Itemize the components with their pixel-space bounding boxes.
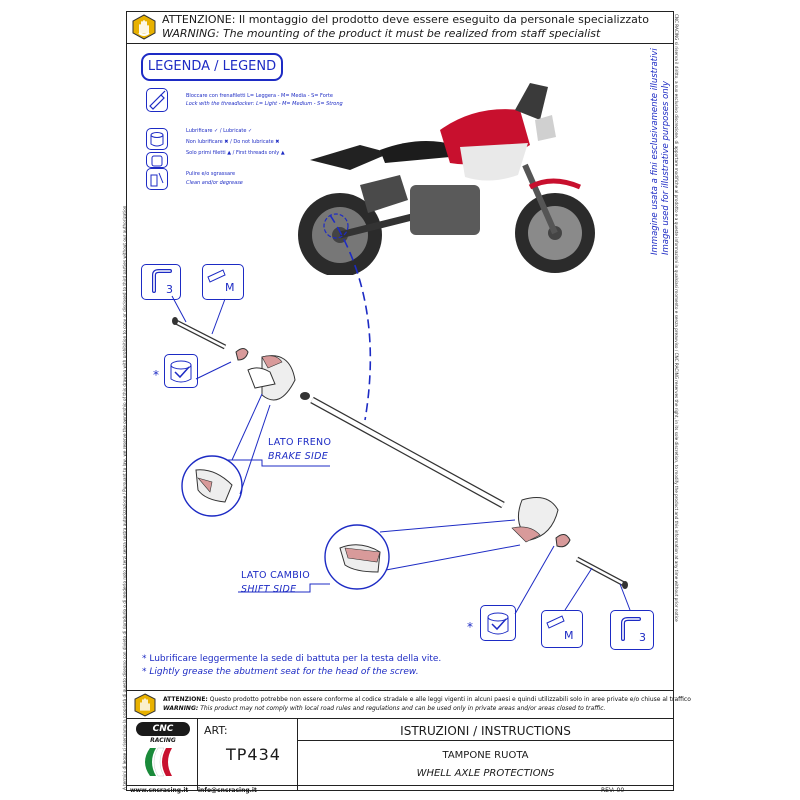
warning-it: ATTENZIONE: Il montaggio del prodotto de… <box>162 13 649 26</box>
footer-warning-it-label: ATTENZIONE: <box>163 696 208 703</box>
clean-icon <box>146 168 168 190</box>
drawing-frame <box>126 11 674 791</box>
legend-lube-1: Lubrificare ✓ / Lubricate ✓ <box>186 128 253 134</box>
instructions-title: ISTRUZIONI / INSTRUCTIONS <box>400 724 571 738</box>
brake-side-en: BRAKE SIDE <box>268 451 329 462</box>
threadlocker-m-letter: M <box>225 281 235 294</box>
legend-title-text: LEGENDA / LEGEND <box>147 59 277 74</box>
footer-warning <box>126 690 674 719</box>
legend-clean-it: Pulire e/o sgrassare <box>186 171 236 177</box>
threadlocker-m-right-icon: M <box>541 610 583 648</box>
lubricate-right-icon <box>480 605 516 641</box>
grease-cup-icon <box>146 152 168 168</box>
warning-en-label: WARNING: <box>162 27 220 40</box>
cnc-logo-racing: RACING <box>150 737 176 744</box>
warning-it-label: ATTENZIONE: <box>162 13 236 26</box>
cnc-logo-text: CNC <box>136 722 190 736</box>
title-block-divider-1 <box>197 718 198 791</box>
warning-it-text: Il montaggio del prodotto deve essere es… <box>238 13 649 26</box>
website-link[interactable]: www.cncracing.it <box>130 787 189 794</box>
lubricate-left-icon <box>164 354 198 388</box>
motorcycle-image <box>298 83 595 275</box>
cnc-racing-logo: CNC RACING <box>136 722 190 780</box>
brake-side-it: LATO FRENO <box>268 437 332 448</box>
warning-en-text: The mounting of the product it must be r… <box>222 27 601 40</box>
allen-key-size: 3 <box>166 283 173 296</box>
lubricate-icon <box>146 128 168 150</box>
allen-key-right-size: 3 <box>639 631 646 644</box>
shift-side-en: SHIFT SIDE <box>241 584 297 595</box>
hand-warning-footer-icon <box>134 693 156 717</box>
email-link[interactable]: info@cncracing.it <box>198 787 257 794</box>
title-block-hline <box>297 740 674 741</box>
title-block-bottom-line <box>126 785 674 786</box>
footer-warning-en-label: WARNING: <box>163 705 199 712</box>
legend-title: LEGENDA / LEGEND <box>141 53 283 81</box>
legend-lube-2: Non lubrificare ✖ / Do not lubricate ✖ <box>186 139 280 145</box>
italian-flag-swoosh-icon <box>145 747 172 777</box>
footer-warning-en: WARNING: This product may not comply wit… <box>163 705 605 712</box>
title-block <box>126 718 674 792</box>
note-it: * Lubrificare leggermente la sede di bat… <box>142 654 442 664</box>
legend-clean-en: Clean and/or degrease <box>186 180 243 186</box>
star-left: * <box>153 368 159 382</box>
threadlocker-m-right-letter: M <box>564 629 574 642</box>
art-code: TP434 <box>226 745 281 764</box>
art-label: ART: <box>204 724 228 737</box>
legend-threadlock-it: Bloccare con frenafiletti L= Leggera - M… <box>186 93 333 99</box>
hand-warning-icon <box>132 14 156 40</box>
footer-warning-en-text: This product may not comply with local r… <box>200 705 606 712</box>
allen-key-right-icon: 3 <box>610 610 654 650</box>
shift-side-it: LATO CAMBIO <box>241 570 310 581</box>
footer-warning-it-text: Questo prodotto potrebbe non essere conf… <box>209 696 691 703</box>
product-name-it: TAMPONE RUOTA <box>442 750 529 761</box>
warning-en: WARNING: The mounting of the product it … <box>162 27 600 40</box>
threadlocker-m-icon: M <box>202 264 244 300</box>
allen-key-icon: 3 <box>141 264 181 300</box>
header-warning: ATTENZIONE: Il montaggio del prodotto de… <box>126 11 674 44</box>
title-block-divider-2 <box>297 718 298 791</box>
legend-threadlock-en: Lock with the threadlocker: L= Light - M… <box>186 101 343 107</box>
revision: REV: 00 <box>601 787 625 794</box>
star-right: * <box>467 620 473 634</box>
product-name-en: WHELL AXLE PROTECTIONS <box>416 768 555 779</box>
legend-lube-3: Solo primi filetti ▲ / First threads onl… <box>186 150 285 156</box>
threadlocker-icon <box>146 88 168 112</box>
note-en: * Lightly grease the abutment seat for t… <box>142 667 419 677</box>
footer-warning-it: ATTENZIONE: Questo prodotto potrebbe non… <box>163 696 691 703</box>
